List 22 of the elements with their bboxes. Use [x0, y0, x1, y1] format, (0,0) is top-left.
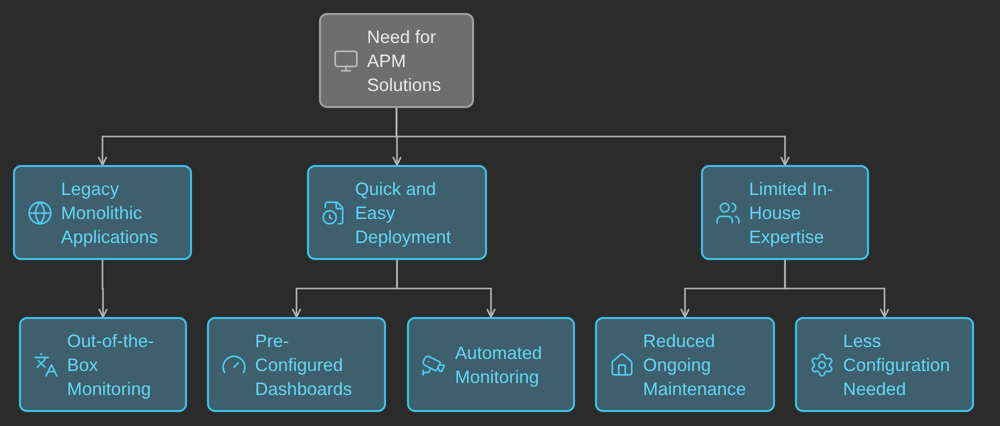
node-label: Need for APM Solutions — [367, 26, 442, 96]
category-box — [595, 317, 775, 412]
node-label: Quick and Easy Deployment — [355, 178, 452, 248]
node-label: Out-of-the-Box Monitoring — [67, 330, 156, 400]
node-label: Automated Monitoring — [455, 342, 544, 388]
category-box — [13, 165, 192, 260]
category-box — [701, 165, 869, 260]
category-box — [19, 317, 187, 412]
category-box — [795, 317, 974, 412]
arrow — [396, 108, 790, 166]
node-label: Limited In-House Expertise — [749, 178, 834, 248]
topic-box — [319, 13, 474, 108]
category-box — [207, 317, 386, 412]
category-box — [407, 317, 575, 412]
node-label: Reduced Ongoing Maintenance — [643, 330, 748, 400]
node-label: Legacy Monolithic Applications — [61, 178, 160, 248]
node-label: Pre-Configured Dashboards — [255, 330, 354, 400]
category-box — [307, 165, 487, 260]
arrow — [396, 260, 496, 318]
node-label: Less Configuration Needed — [843, 330, 952, 400]
arrow — [98, 260, 108, 318]
arrow — [784, 260, 890, 318]
